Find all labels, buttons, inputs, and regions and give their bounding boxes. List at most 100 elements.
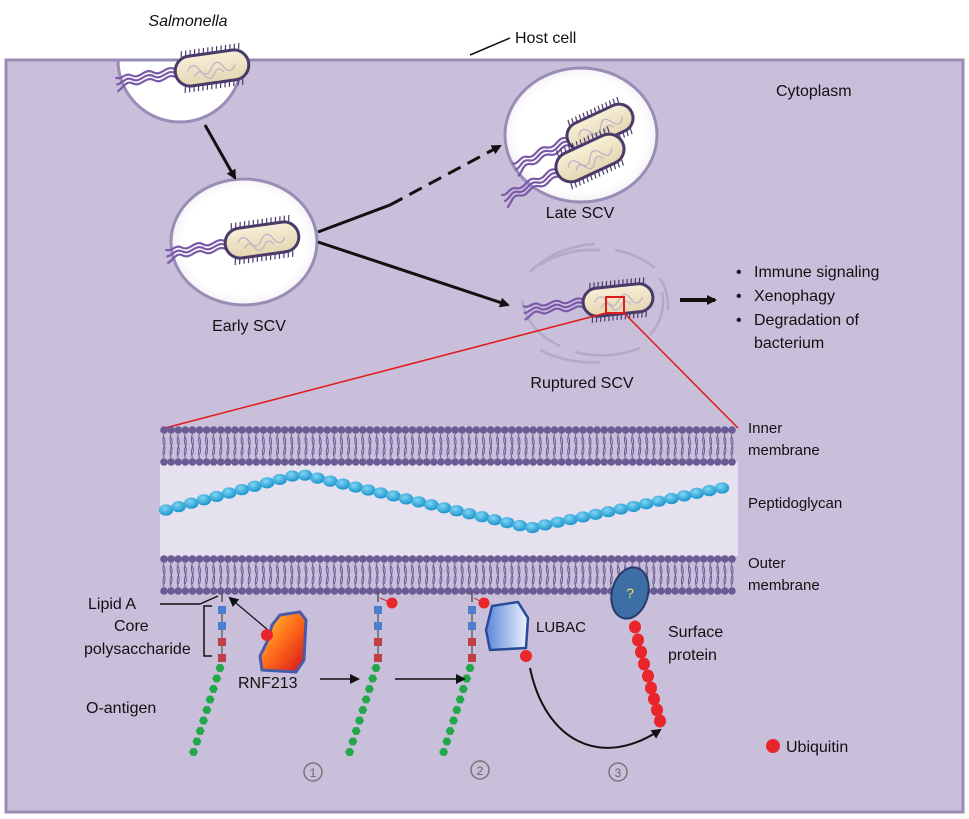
outer-membrane-lipid-tail [531,562,535,585]
inner-membrane-lipid-head [451,426,459,434]
outer-membrane-lipid-head [408,555,417,563]
polyubiquitin-unit [645,681,657,695]
inner-membrane-lipid-head [728,426,736,434]
peptidoglycan-bead [272,473,287,486]
polyubiquitin-unit [654,714,666,728]
inner-membrane-lipid-head [309,458,317,466]
outer-membrane-lipid-tail [581,565,585,588]
inner-membrane-lipid-head [181,458,190,466]
inner-membrane-lipid-head [330,458,339,466]
inner-membrane-lipid-tail [368,433,372,456]
pilus [591,316,594,323]
outcomes-list: • Immune signaling • Xenophagy • Degrada… [736,264,879,352]
o-antigen-label: O-antigen [86,700,156,717]
inner-membrane-lipid-tail [531,433,535,456]
outer-membrane-lipid-head [202,587,211,595]
inner-membrane-lipid-head [678,458,687,466]
outer-membrane-lipid-head [302,555,310,563]
inner-membrane-lipid-head [600,458,608,466]
inner-membrane-lipid-head [380,426,388,434]
o-antigen-sugar [345,748,355,756]
inner-membrane-lipid-head [195,458,204,466]
outer-membrane-lipid-head [536,555,545,563]
inner-membrane-lipid-tail [276,433,280,456]
outer-membrane-lipid-tail [297,565,301,588]
inner-membrane-lipid-head [415,426,424,434]
outer-membrane-lipid-tail [460,565,464,588]
inner-membrane-lipid-head [408,458,417,466]
outer-membrane-lipid-tail [219,565,223,588]
o-antigen-sugar [199,716,208,725]
outer-membrane-lipid-tail [318,565,322,588]
outer-membrane-lipid-head [422,587,431,595]
inner-membrane-lipid-tail [219,436,223,459]
inner-membrane-lipid-head [373,426,381,434]
outer-membrane-lipid-tail [261,565,265,588]
inner-membrane-lipid-tail [162,433,166,456]
outer-membrane-lipid-tail [375,562,379,585]
inner-membrane-lipid-tail [616,433,620,456]
outer-membrane-lipid-head [586,587,594,595]
inner-membrane-lipid-head [536,458,545,466]
inner-membrane-lipid-tail [176,436,180,459]
inner-membrane-lipid-head [224,458,232,466]
outer-membrane-lipid-tail [687,562,691,585]
pilus [589,282,591,289]
core-sugar [468,606,476,614]
outer-membrane-lipid-head [373,587,381,595]
outer-membrane-lipid-tail [233,565,237,588]
pilus [606,126,610,133]
inner-membrane-lipid-tail [524,433,528,456]
inner-membrane-lipid-head [699,458,708,466]
outer-membrane-lipid-head [280,587,289,595]
outer-membrane-lipid-tail [247,565,251,588]
ubiquitin-legend-dot [766,739,780,753]
o-antigen-sugar [465,664,475,672]
inner-membrane-lipid-tail [631,433,635,456]
outer-membrane-lipid-head [167,555,175,563]
arrow-early-to-late-solid [317,203,391,234]
outer-membrane-lipid-tail [169,562,173,585]
outer-membrane-lipid-head [465,587,474,595]
outer-membrane-lipid-head [217,587,225,595]
inner-membrane-lipid-head [373,458,381,466]
arrow-early-to-ruptured [317,240,510,308]
outer-membrane-lipid-head [160,555,168,563]
flagellum [116,70,176,86]
inner-membrane-lipid-head [564,458,573,466]
inner-membrane-lipid-head [643,458,651,466]
outer-membrane-lipid-tail [666,562,670,585]
inner-membrane-lipid-head [323,426,332,434]
inner-membrane-lipid-head [224,426,232,434]
inner-membrane-lipid-head [344,458,353,466]
inner-membrane-lipid-head [586,458,594,466]
outer-membrane-lipid-head [167,587,175,595]
step-3-label: 3 [615,766,622,780]
o-antigen-sugar [449,716,458,725]
outer-membrane-lipid-tail [652,562,656,585]
outer-membrane-lipid-head [685,587,694,595]
inner-membrane-lipid-tail [290,433,294,456]
inner-membrane-lipid-head [685,458,694,466]
peptidoglycan-bead [310,472,325,484]
inner-membrane-lipid-head [266,458,275,466]
inner-membrane-lipid-tail [261,436,265,459]
outer-membrane-lipid-head [607,555,616,563]
outer-membrane-lipid-head [330,555,339,563]
outer-membrane-lipid-tail [269,562,272,585]
peptidoglycan-bead [209,490,224,503]
lps-ubiquitin [386,597,398,609]
inner-membrane-lipid-head [167,426,175,434]
o-antigen-sugar [208,685,218,693]
outer-membrane-lipid-head [501,587,509,595]
inner-membrane-bilayer [160,426,736,466]
outer-membrane-lipid-tail [290,565,294,588]
core-sugar [218,622,226,630]
outer-membrane-lipid-head [465,555,474,563]
outer-membrane-lipid-tail [261,562,265,585]
outer-membrane-lipid-head [564,555,573,563]
outer-membrane-lipid-head [572,555,580,563]
outer-membrane-lipid-head [493,555,502,563]
flagellum [114,67,176,80]
inner-membrane-lipid-head [217,426,225,434]
